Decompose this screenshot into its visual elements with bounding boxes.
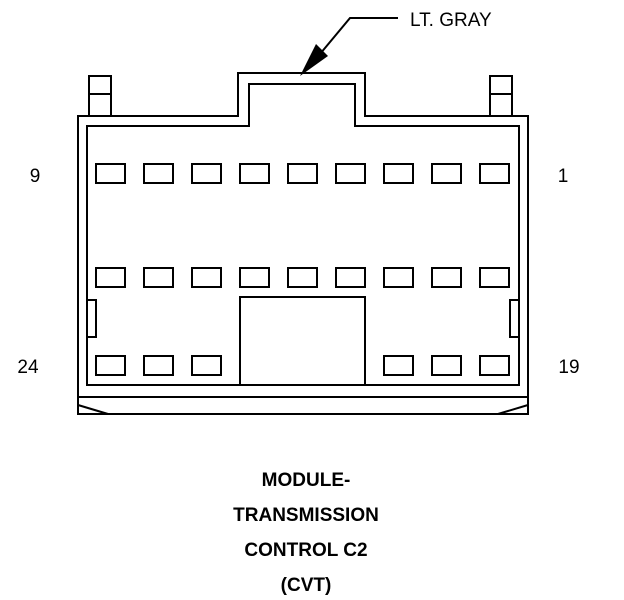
terminal-cavity bbox=[431, 355, 462, 376]
terminal-cavity bbox=[143, 267, 174, 288]
caption-line-4: (CVT) bbox=[281, 575, 332, 596]
terminal-cavity bbox=[191, 267, 222, 288]
callout-arrowhead bbox=[300, 44, 328, 76]
pin-label-bottom-left: 24 bbox=[17, 357, 39, 378]
terminal-cavity bbox=[143, 355, 174, 376]
left-side-key bbox=[86, 299, 97, 338]
terminal-cavity bbox=[479, 267, 510, 288]
right-side-key bbox=[509, 299, 520, 338]
terminal-cavity bbox=[383, 163, 414, 184]
terminal-cavity bbox=[191, 163, 222, 184]
connector-body-inner bbox=[86, 83, 520, 386]
center-key-block bbox=[239, 296, 366, 386]
pin-label-top-left: 9 bbox=[30, 166, 41, 187]
terminal-cavity bbox=[431, 163, 462, 184]
left-latch bbox=[88, 75, 112, 117]
cavity-row-top bbox=[95, 163, 510, 184]
terminal-cavity bbox=[431, 267, 462, 288]
cavity-row-middle bbox=[95, 267, 510, 288]
connector-bottom-shroud bbox=[77, 396, 529, 415]
caption-line-2: TRANSMISSION bbox=[233, 505, 379, 526]
terminal-cavity bbox=[287, 163, 318, 184]
connector-body-outline bbox=[77, 72, 529, 415]
terminal-cavity bbox=[95, 163, 126, 184]
caption-line-1: MODULE- bbox=[262, 470, 351, 491]
terminal-cavity bbox=[479, 355, 510, 376]
cavity-row-bottom-right bbox=[383, 355, 510, 376]
terminal-cavity bbox=[383, 355, 414, 376]
color-label: LT. GRAY bbox=[410, 10, 492, 31]
terminal-cavity bbox=[95, 355, 126, 376]
pin-label-bottom-right: 19 bbox=[558, 357, 579, 378]
cavity-row-bottom-left bbox=[95, 355, 222, 376]
terminal-cavity bbox=[479, 163, 510, 184]
terminal-cavity bbox=[239, 163, 270, 184]
color-callout bbox=[300, 17, 398, 76]
terminal-cavity bbox=[239, 267, 270, 288]
terminal-cavity bbox=[335, 163, 366, 184]
caption-line-3: CONTROL C2 bbox=[244, 540, 367, 561]
terminal-cavity bbox=[335, 267, 366, 288]
terminal-cavity bbox=[191, 355, 222, 376]
connector-caption: MODULE- TRANSMISSION CONTROL C2 (CVT) bbox=[233, 470, 379, 596]
terminal-cavity bbox=[287, 267, 318, 288]
right-latch bbox=[489, 75, 513, 117]
terminal-cavity bbox=[383, 267, 414, 288]
terminal-cavity bbox=[95, 267, 126, 288]
terminal-cavity bbox=[143, 163, 174, 184]
pin-label-top-right: 1 bbox=[558, 166, 569, 187]
